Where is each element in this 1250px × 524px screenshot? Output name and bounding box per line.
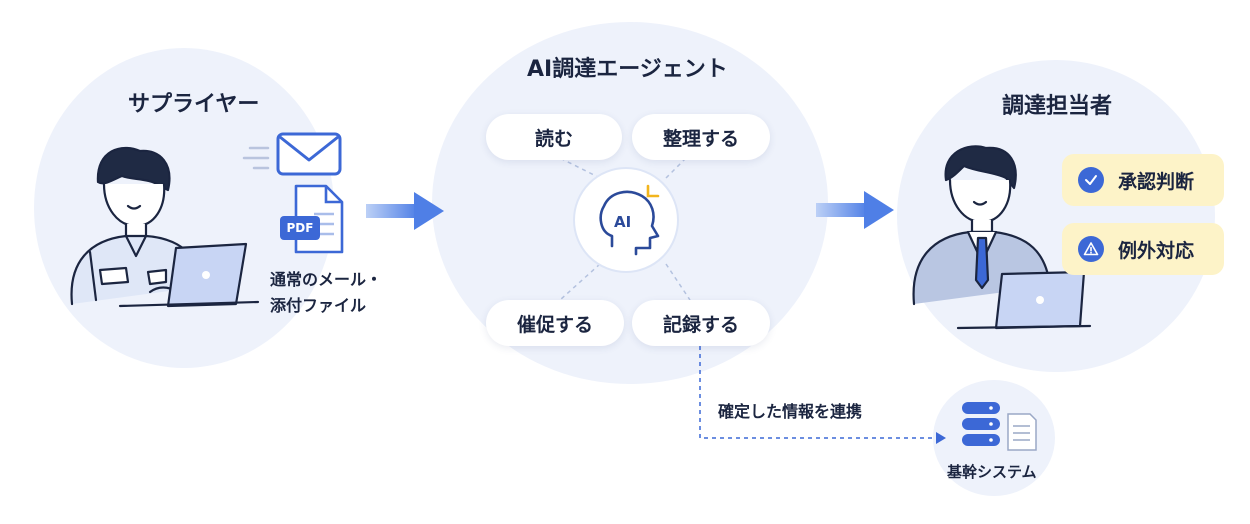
action-organize: 整理する	[632, 114, 770, 160]
ai-core-label: AI	[614, 213, 632, 231]
agent-title: AI調達エージェント	[527, 57, 728, 82]
task-approval-label: 承認判断	[1118, 170, 1195, 193]
pdf-badge-label: PDF	[286, 221, 314, 235]
supplier-caption-line2: 添付ファイル	[270, 296, 367, 315]
system-title: 基幹システム	[947, 463, 1037, 481]
action-record: 記録する	[632, 300, 770, 346]
ai-head-icon	[599, 190, 660, 256]
supplier-caption-line1: 通常のメール・	[270, 270, 383, 289]
task-exception-label: 例外対応	[1118, 239, 1195, 262]
check-icon	[1078, 167, 1104, 193]
mail-icon	[242, 132, 342, 176]
task-exception: 例外対応	[1062, 223, 1224, 275]
supplier-title: サプライヤー	[128, 92, 260, 117]
supplier-laptop-icon	[118, 242, 260, 308]
arrow-right-icon	[366, 192, 444, 230]
supplier-circle	[34, 48, 334, 368]
action-read: 読む	[486, 114, 622, 160]
arrow-right-icon	[816, 191, 894, 229]
document-list-icon	[1007, 413, 1037, 451]
action-prompt: 催促する	[486, 300, 624, 346]
warning-icon	[1078, 236, 1104, 262]
buyer-title: 調達担当者	[1002, 94, 1113, 119]
link-connector	[699, 346, 946, 444]
link-label: 確定した情報を連携	[718, 402, 863, 421]
task-approval: 承認判断	[1062, 154, 1224, 206]
document-icon	[280, 184, 344, 254]
database-icon	[962, 402, 1000, 446]
buyer-laptop-icon	[956, 270, 1092, 330]
